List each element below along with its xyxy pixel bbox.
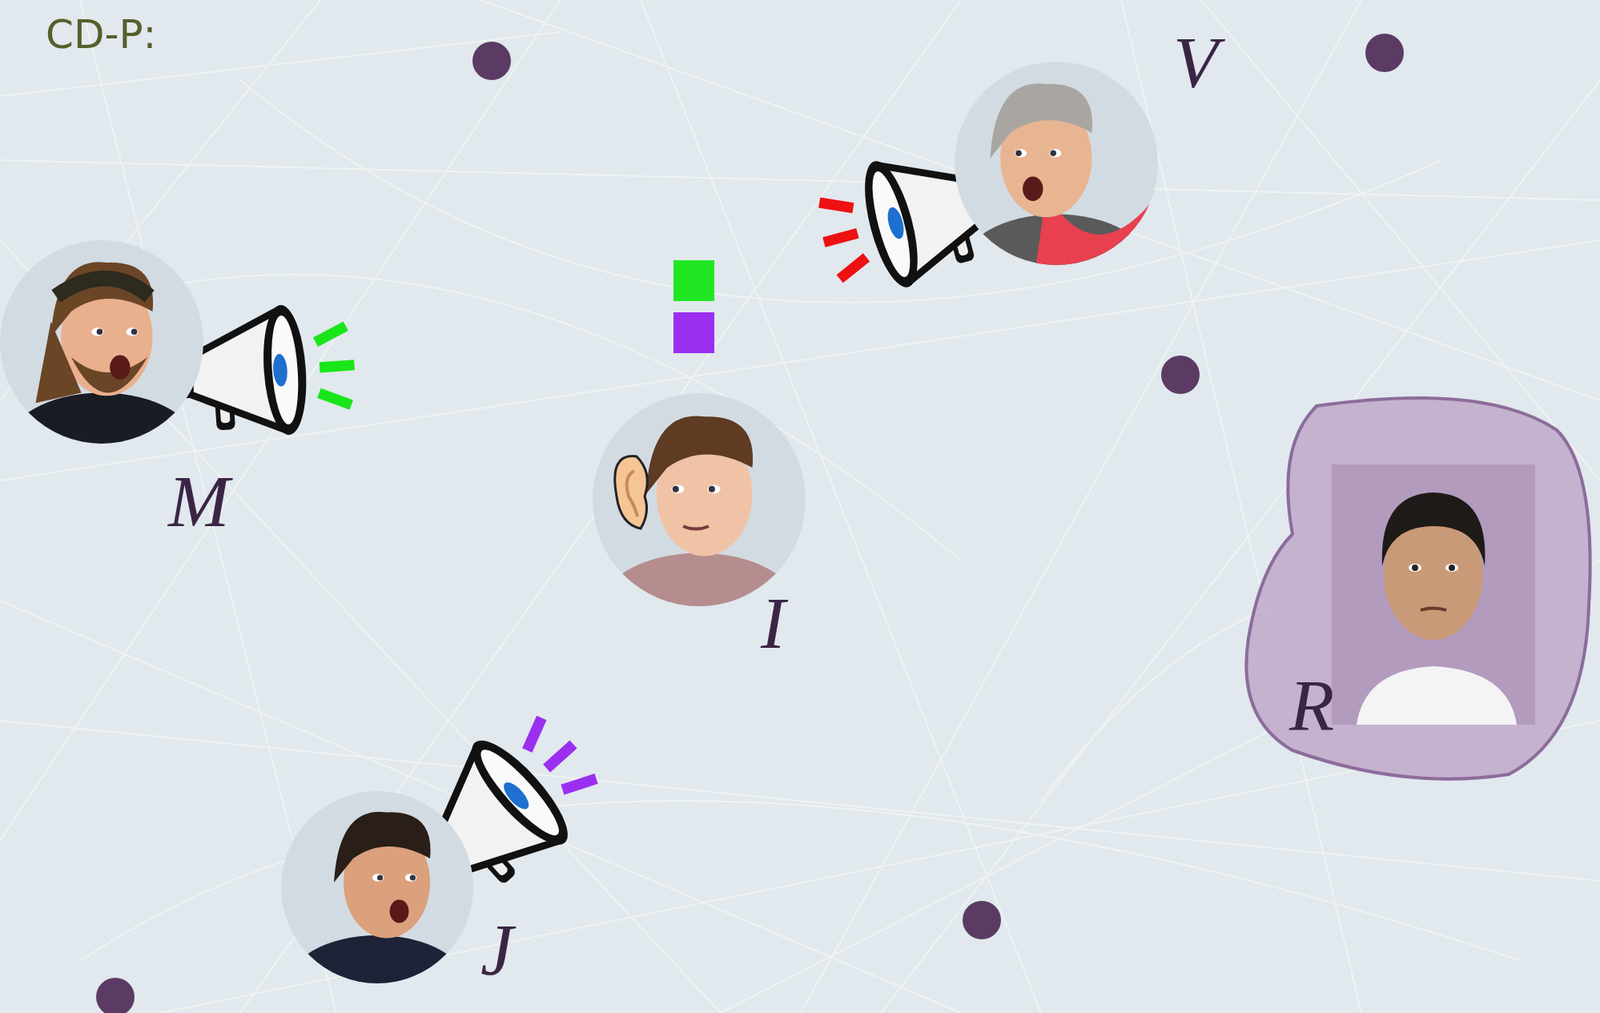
person-label: M [168, 464, 230, 539]
portrait-illustration [0, 232, 289, 561]
person-node: V [944, 16, 1234, 281]
person-node: I [560, 376, 825, 657]
person-label: V [1173, 25, 1219, 100]
person-label: R [1289, 668, 1335, 743]
person-label: J [480, 912, 514, 987]
person-node: M [0, 232, 289, 561]
person-node: J [264, 768, 537, 1002]
title: CD-P: [45, 11, 157, 58]
region-node: R [1244, 397, 1592, 781]
person-label: I [760, 586, 786, 660]
